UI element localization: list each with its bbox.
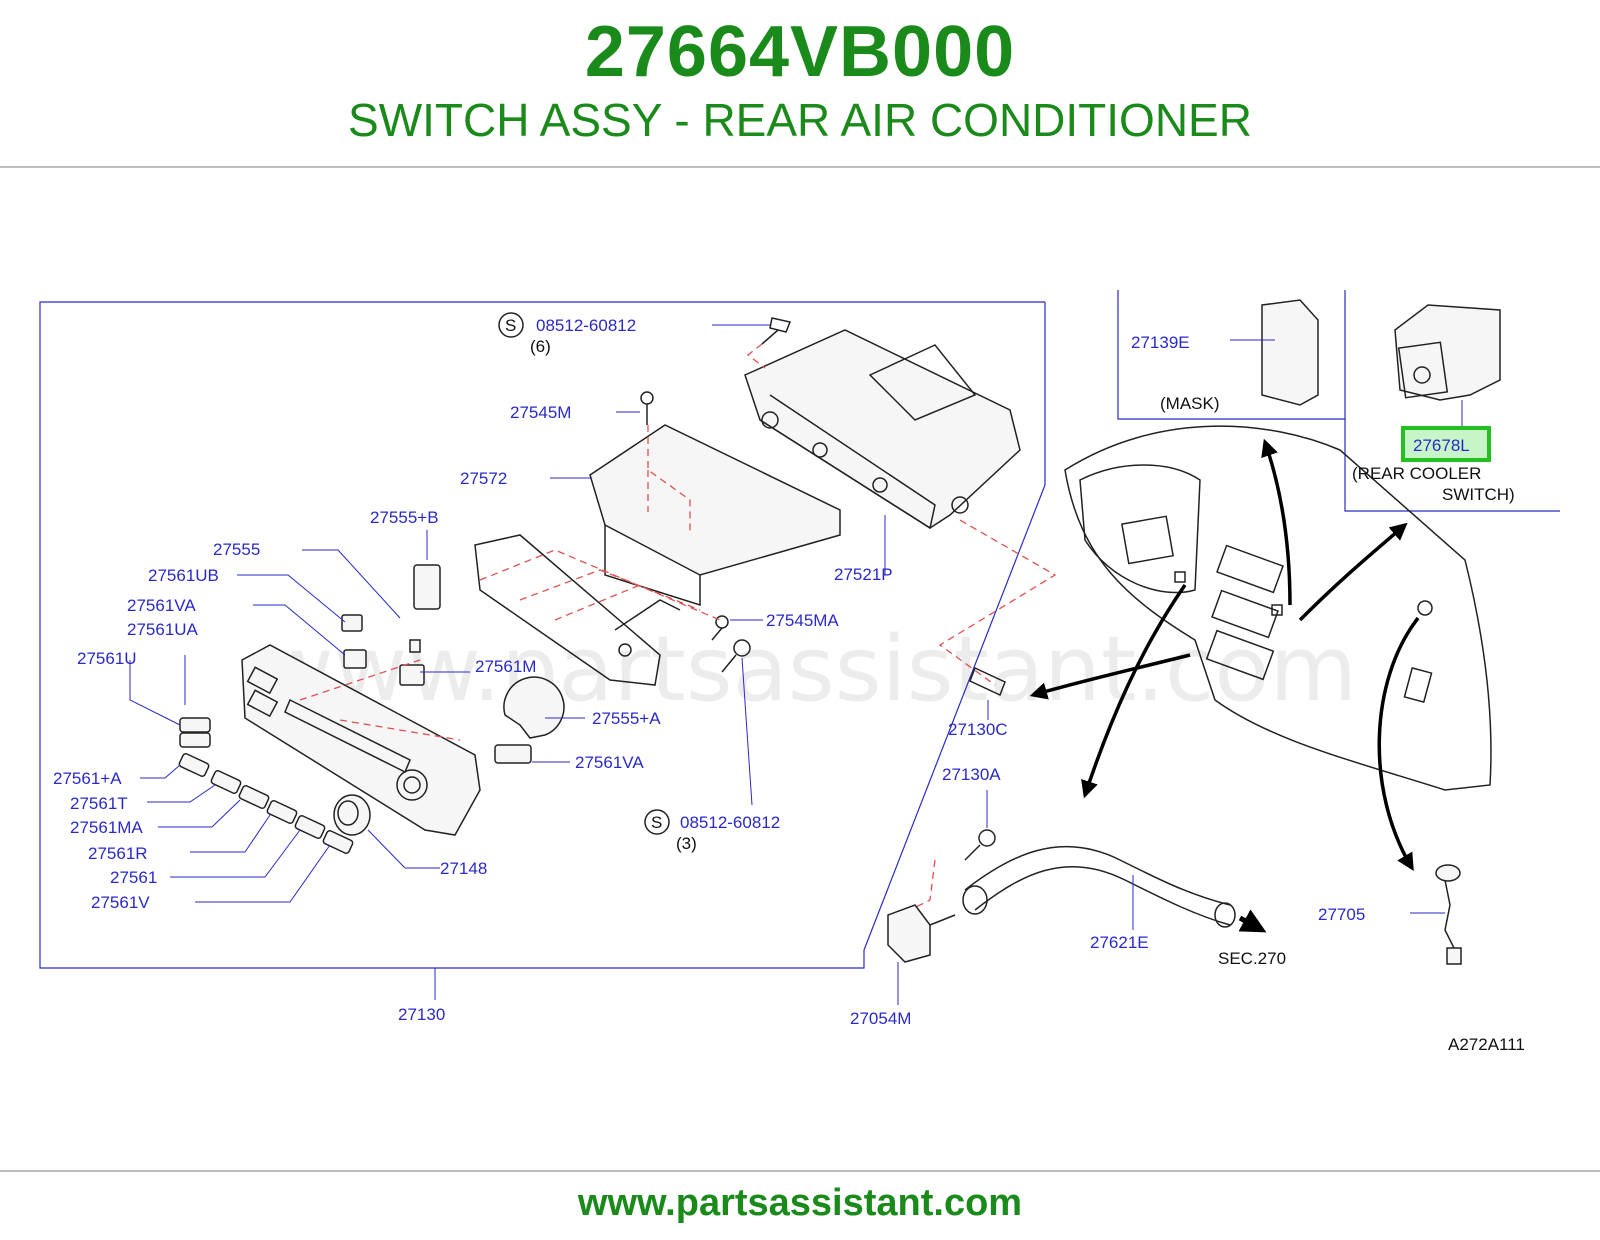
knob-27148-drawing <box>333 794 440 869</box>
label-27561T[interactable]: 27561T <box>70 794 128 813</box>
label-27561VA[interactable]: 27561VA <box>127 596 196 615</box>
label-27555[interactable]: 27555 <box>213 540 260 559</box>
assembly-frame <box>39 301 1045 969</box>
harness-27705-drawing <box>1410 864 1462 965</box>
label-27148[interactable]: 27148 <box>440 859 487 878</box>
screw-top-drawing <box>712 317 792 345</box>
label-27621E[interactable]: 27621E <box>1090 933 1149 952</box>
screw-27130C-drawing <box>969 666 1006 720</box>
control-unit-27521P-drawing <box>744 329 1021 575</box>
header-divider <box>0 166 1600 168</box>
label-27705[interactable]: 27705 <box>1318 905 1365 924</box>
label-drawing-code: A272A111 <box>1448 1035 1525 1054</box>
label-sec270: SEC.270 <box>1218 949 1286 968</box>
screw-symbol-top: S <box>498 312 524 338</box>
screw-27130A-drawing <box>964 790 996 861</box>
label-27561V[interactable]: 27561V <box>91 893 150 912</box>
label-screw-top-qty: (6) <box>530 337 551 356</box>
label-27561[interactable]: 27561 <box>110 868 157 887</box>
label-27561MA[interactable]: 27561MA <box>70 818 143 837</box>
label-27545MA[interactable]: 27545MA <box>766 611 839 630</box>
screw-symbol-bottom: S <box>644 809 670 835</box>
label-rear-cooler-1: (REAR COOLER <box>1352 464 1481 483</box>
part-title: SWITCH ASSY - REAR AIR CONDITIONER <box>348 94 1252 146</box>
highlighted-part-box <box>1401 426 1491 462</box>
footer-divider <box>0 1170 1600 1172</box>
label-27054M[interactable]: 27054M <box>850 1009 911 1028</box>
label-27545M[interactable]: 27545M <box>510 403 571 422</box>
label-27139E[interactable]: 27139E <box>1131 333 1190 352</box>
label-27130C[interactable]: 27130C <box>948 720 1008 739</box>
footer-url[interactable]: www.partsassistant.com <box>577 1182 1023 1224</box>
label-27130[interactable]: 27130 <box>398 1005 445 1024</box>
face-panel-27130-drawing <box>241 644 481 836</box>
mask-27139E-drawing <box>1230 299 1319 406</box>
label-27561UA[interactable]: 27561UA <box>127 620 199 639</box>
page-header: 27664VB000 SWITCH ASSY - REAR AIR CONDIT… <box>0 0 1600 168</box>
label-rear-cooler-2: SWITCH) <box>1442 485 1515 504</box>
rear-cooler-switch-drawing <box>1394 304 1501 426</box>
mask-inset-frame <box>1117 290 1346 420</box>
label-27521P[interactable]: 27521P <box>834 565 893 584</box>
part-number: 27664VB000 <box>584 12 1016 92</box>
label-27130A[interactable]: 27130A <box>942 765 1001 784</box>
circuit-frame-drawing <box>474 534 681 686</box>
label-27555B[interactable]: 27555+B <box>370 508 439 527</box>
svg-text:S: S <box>651 813 662 832</box>
label-screw-top[interactable]: 08512-60812 <box>536 316 636 335</box>
assembly-dashes <box>299 343 1057 911</box>
screw-27545M-drawing <box>616 391 654 425</box>
label-27678L[interactable]: 27678L <box>1413 436 1470 455</box>
watermark: www.partsassistant.com <box>260 617 1357 722</box>
dashboard-drawing <box>1064 425 1492 791</box>
switch-inset-frame <box>1344 419 1560 512</box>
screw-27545MA-drawing <box>711 615 763 641</box>
left-leaders <box>129 530 585 903</box>
label-mask: (MASK) <box>1160 394 1220 413</box>
buttons-drawing <box>178 564 565 855</box>
callout-arrows <box>1029 438 1420 871</box>
svg-text:S: S <box>505 316 516 335</box>
label-27561U[interactable]: 27561U <box>77 649 137 668</box>
hose-27621E-drawing <box>962 845 1267 933</box>
label-27561M[interactable]: 27561M <box>475 657 536 676</box>
bracket-27572-drawing <box>550 424 841 607</box>
screw-bottom-drawing <box>721 639 753 806</box>
label-27561R[interactable]: 27561R <box>88 844 148 863</box>
label-screw-bottom-qty: (3) <box>676 834 697 853</box>
label-27561A[interactable]: 27561+A <box>53 769 122 788</box>
label-27561VA-2[interactable]: 27561VA <box>575 753 644 772</box>
label-27561UB[interactable]: 27561UB <box>148 566 219 585</box>
label-27572[interactable]: 27572 <box>460 469 507 488</box>
label-27555A[interactable]: 27555+A <box>592 709 661 728</box>
sensor-27054M-drawing <box>887 904 956 1005</box>
label-screw-bottom[interactable]: 08512-60812 <box>680 813 780 832</box>
